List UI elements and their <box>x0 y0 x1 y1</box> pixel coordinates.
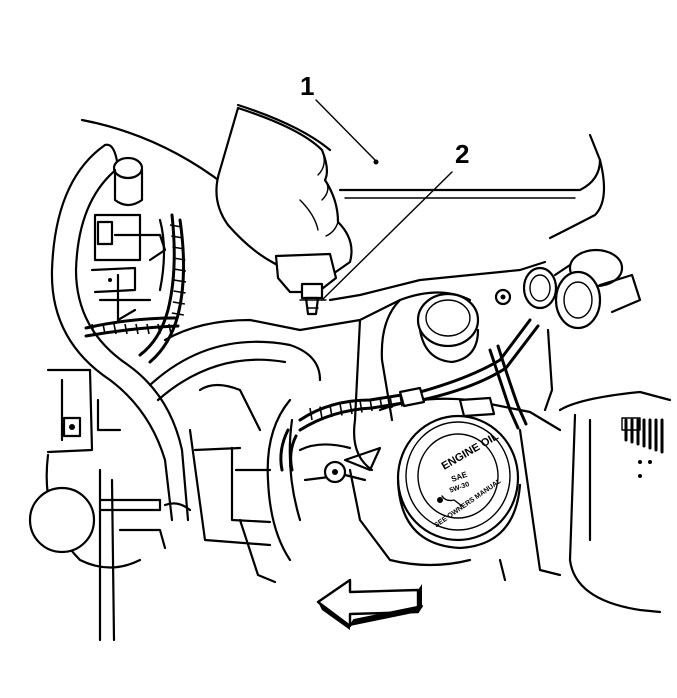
harness-rib <box>173 290 186 294</box>
harness-rib <box>113 323 117 335</box>
harness-rib <box>135 323 139 335</box>
harness-rib <box>173 268 187 272</box>
arrow-left-icon <box>316 578 423 630</box>
callout-2-label: 2 <box>455 139 469 169</box>
harness-rib <box>169 224 183 228</box>
harness-rib <box>124 323 128 335</box>
harness-rib <box>171 235 184 239</box>
harness-rib <box>91 323 95 335</box>
valve-cover-ribs <box>621 417 664 478</box>
callout-1-leader <box>315 99 376 161</box>
callout-1-label: 1 <box>300 71 314 101</box>
harness-rib <box>102 323 106 335</box>
engine-background <box>28 103 672 642</box>
callout-1: 1 <box>300 71 379 165</box>
harness-rib <box>157 323 161 335</box>
wiring-harness <box>84 213 540 472</box>
harness-rib <box>146 323 150 335</box>
callout-2-leader <box>321 171 453 301</box>
harness-rib <box>173 257 186 261</box>
harness-rib <box>359 400 363 413</box>
relay-bracket <box>90 213 167 322</box>
harness-rib <box>168 323 172 335</box>
engine-oil-cap: ENGINE OIL SAE 5W-30 SEE OWNERS MANUAL <box>396 414 522 550</box>
harness-rib <box>349 401 353 415</box>
harness-rib <box>173 279 187 283</box>
harness-rib <box>172 301 186 305</box>
callout-2: 2 <box>321 139 469 301</box>
harness-rib <box>171 312 184 316</box>
harness-rib <box>172 246 185 250</box>
hand <box>215 106 353 316</box>
